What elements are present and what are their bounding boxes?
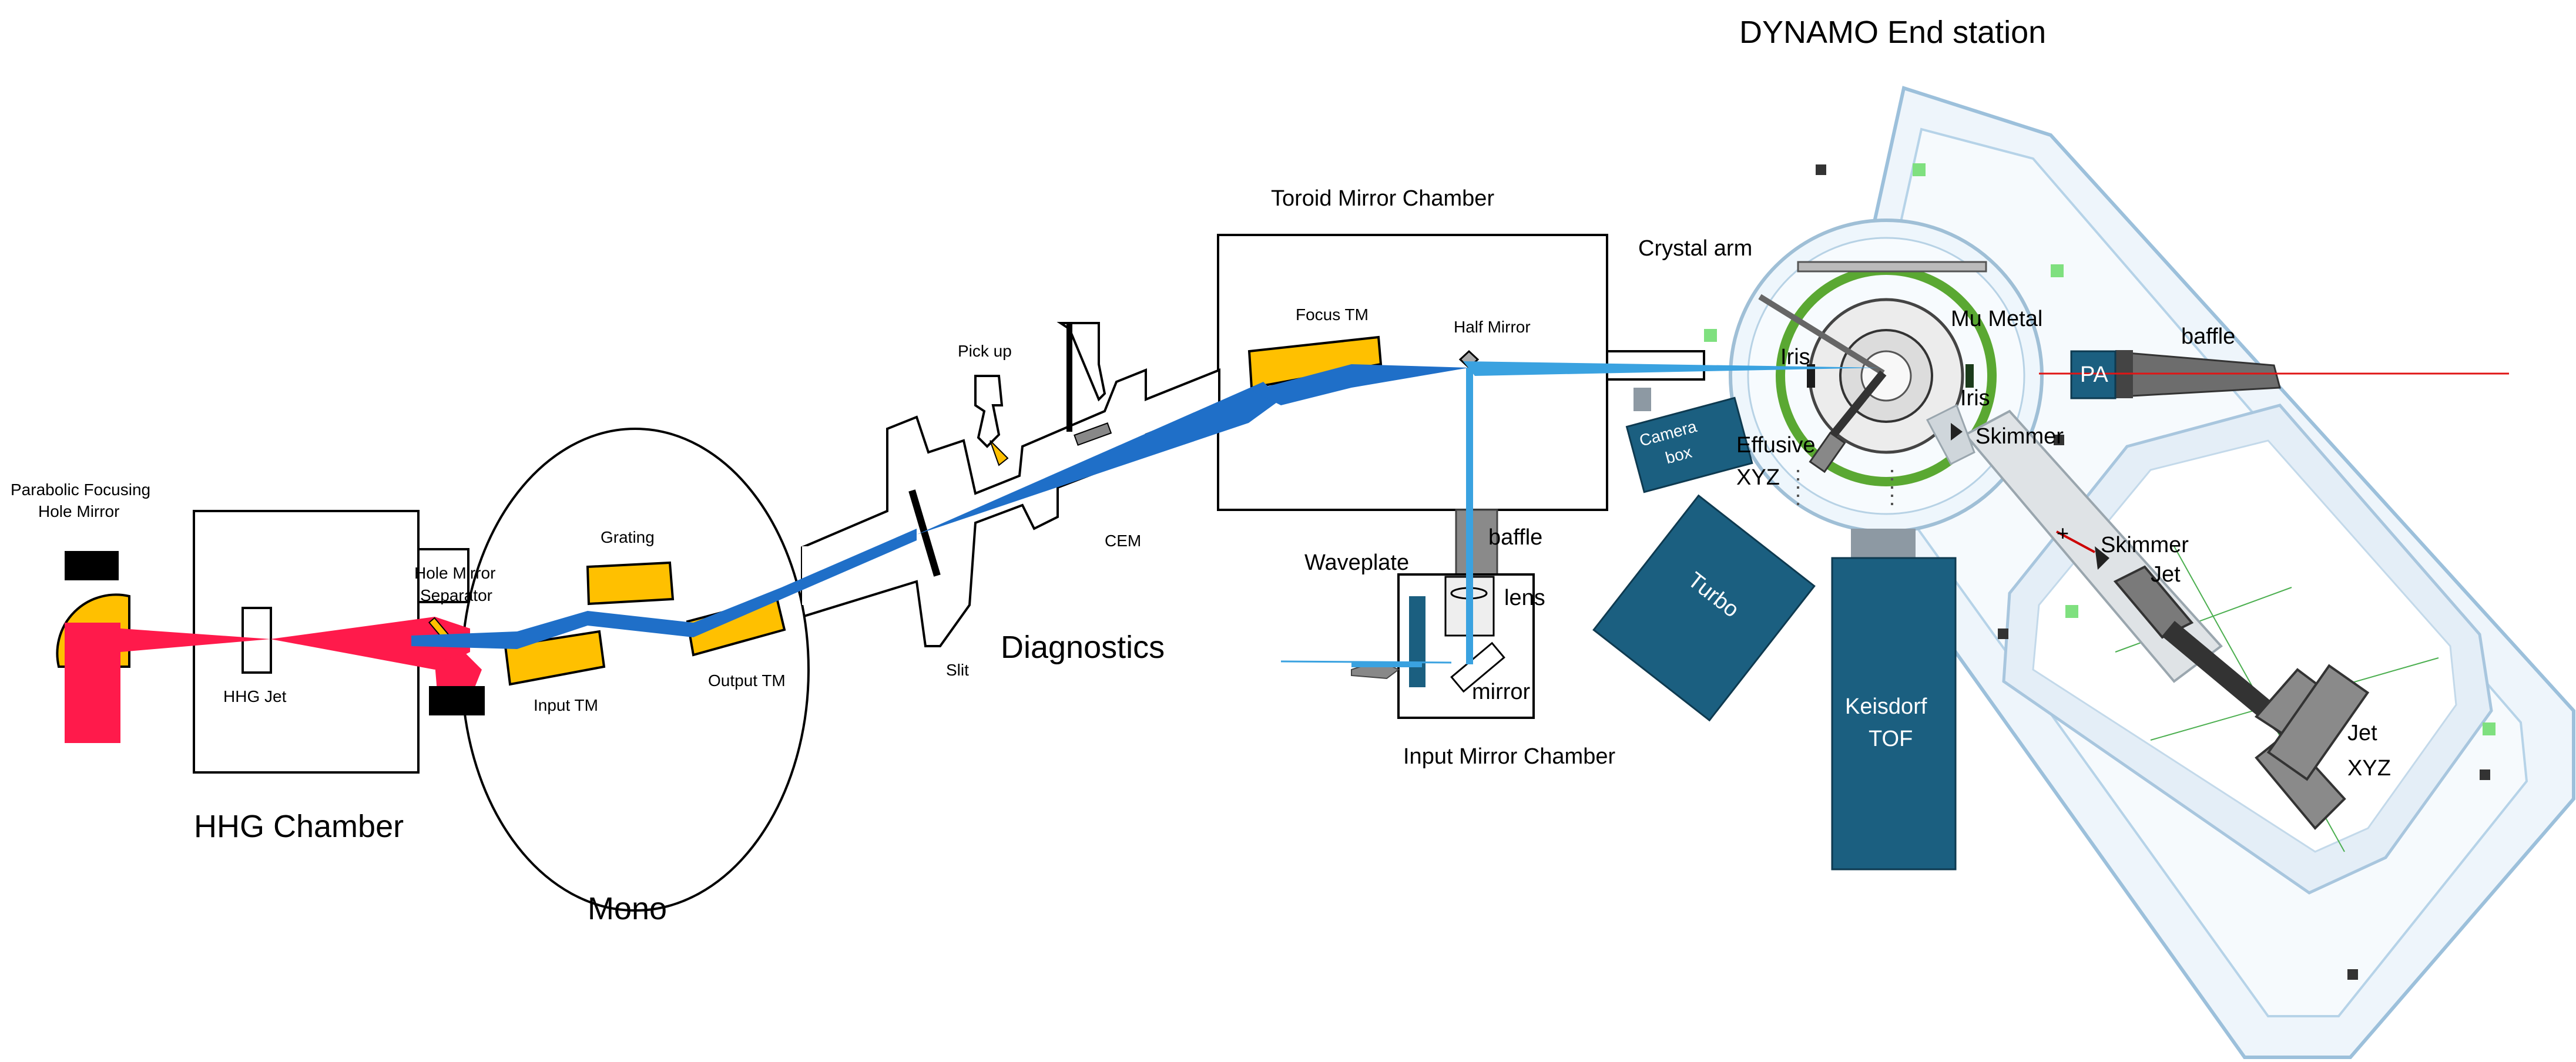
crystal-arm-rod xyxy=(1758,294,1885,376)
waveplate-optic xyxy=(1409,596,1425,687)
keisdorf-tof xyxy=(1831,557,1957,871)
half-mirror-label: Half Mirror xyxy=(1454,318,1531,336)
lens-label: lens xyxy=(1504,586,1545,610)
crystal-arm-label: Crystal arm xyxy=(1638,236,1752,261)
skimmer-top-arrow xyxy=(1951,423,1963,441)
hole-mirror-separator-label-2: Separator xyxy=(420,586,492,604)
iris-right-marker xyxy=(1965,364,1974,388)
svg-text:+: + xyxy=(2057,521,2069,545)
jet-xyz-label-2: XYZ xyxy=(2347,756,2391,781)
iris-left-marker xyxy=(1807,364,1815,388)
waveplate-label: Waveplate xyxy=(1304,550,1409,575)
baffle-right-label: baffle xyxy=(2181,324,2235,349)
keisdorf-label-2: TOF xyxy=(1869,727,1913,751)
parabolic-label-1: Parabolic Focusing xyxy=(11,480,150,499)
slit-label: Slit xyxy=(946,661,969,679)
parabolic-mirror xyxy=(56,551,130,743)
parabolic-label-2: Hole Mirror xyxy=(38,502,119,520)
dynamo-end-station-label: DYNAMO End station xyxy=(1739,15,2046,50)
grating-label: Grating xyxy=(601,528,655,546)
diagnostics-label: Diagnostics xyxy=(1001,630,1165,665)
hole-mirror-separator-label-1: Hole Mirror xyxy=(414,564,495,582)
skimmer-mid-label: Skimmer xyxy=(2101,533,2189,557)
camera-box xyxy=(1625,396,1753,493)
baffle-input-label: baffle xyxy=(1488,525,1542,550)
effusive-label-2: XYZ xyxy=(1736,465,1780,490)
input-tm-label: Input TM xyxy=(534,696,598,714)
slit-plate xyxy=(908,489,941,577)
mono-label: Mono xyxy=(588,891,667,926)
diagnostics-chamber xyxy=(801,322,1220,647)
iris-left-label: Iris xyxy=(1780,345,1810,369)
effusive-label-1: Effusive xyxy=(1736,433,1815,458)
focus-tm-label: Focus TM xyxy=(1296,305,1368,324)
top-bar xyxy=(1797,261,1987,273)
output-tm-label: Output TM xyxy=(708,671,786,690)
skimmer-mid-arrow xyxy=(2095,546,2109,570)
pick-up-label: Pick up xyxy=(958,342,1012,360)
focus-tm-optic xyxy=(1247,335,1383,389)
jet-assembly: + xyxy=(1926,404,2370,830)
mu-metal-label: Mu Metal xyxy=(1951,307,2042,331)
vacuum-components xyxy=(1592,388,1957,871)
input-mirror-chamber-label: Input Mirror Chamber xyxy=(1403,744,1615,769)
input-beam-down xyxy=(1466,368,1473,664)
turbo-pump xyxy=(1592,494,1816,722)
pa-label: PA xyxy=(2080,362,2109,387)
iris-right-label: Iris xyxy=(1960,386,1990,411)
xuv-beam xyxy=(411,361,1880,667)
pa-box xyxy=(2070,350,2117,399)
jet-xyz-label-1: Jet xyxy=(2347,721,2377,745)
keisdorf-label-1: Keisdorf xyxy=(1845,694,1927,719)
hhg-chamber-label: HHG Chamber xyxy=(194,809,404,844)
cem-label: CEM xyxy=(1105,532,1141,550)
mirror-label: mirror xyxy=(1472,680,1531,704)
jet-label: Jet xyxy=(2151,562,2181,587)
skimmer-top-label: Skimmer xyxy=(1975,424,2064,449)
toroid-mirror-chamber-label: Toroid Mirror Chamber xyxy=(1271,186,1494,211)
mono-chamber xyxy=(417,428,814,912)
grating-optic xyxy=(586,561,675,606)
hhg-jet-label: HHG Jet xyxy=(223,687,287,705)
